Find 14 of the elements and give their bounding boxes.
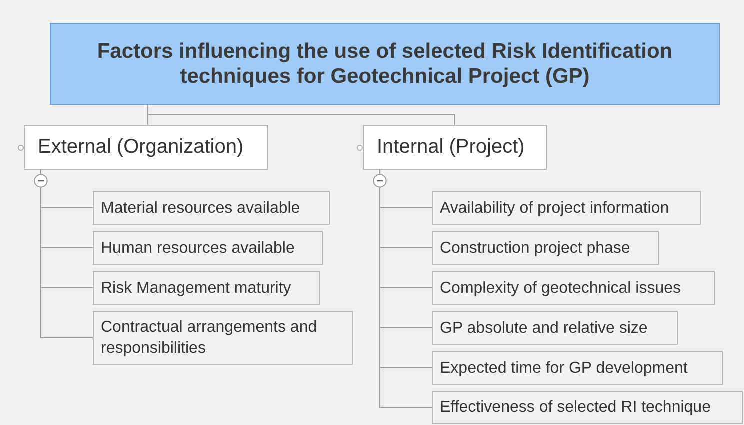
factor-box: Construction project phase xyxy=(432,231,659,265)
factor-box: Risk Management maturity xyxy=(93,271,320,305)
factor-box: Expected time for GP development xyxy=(432,351,723,385)
factor-box: GP absolute and relative size xyxy=(432,311,678,345)
factor-box: Availability of project information xyxy=(432,191,701,225)
factor-box: Human resources available xyxy=(93,231,323,265)
factor-box: Complexity of geotechnical issues xyxy=(432,271,715,305)
connector-line xyxy=(148,104,456,126)
title-box: Factors influencing the use of selected Risk Identification techniques for Geotechnical Project (GP) xyxy=(50,23,720,105)
category-box: External (Organization) xyxy=(24,125,268,170)
factor-box: Effectiveness of selected RI technique xyxy=(432,391,743,424)
factor-box: Material resources available xyxy=(93,191,330,225)
category-box: Internal (Project) xyxy=(363,125,547,170)
factor-box: Contractual arrangements and responsibilities xyxy=(93,311,353,365)
